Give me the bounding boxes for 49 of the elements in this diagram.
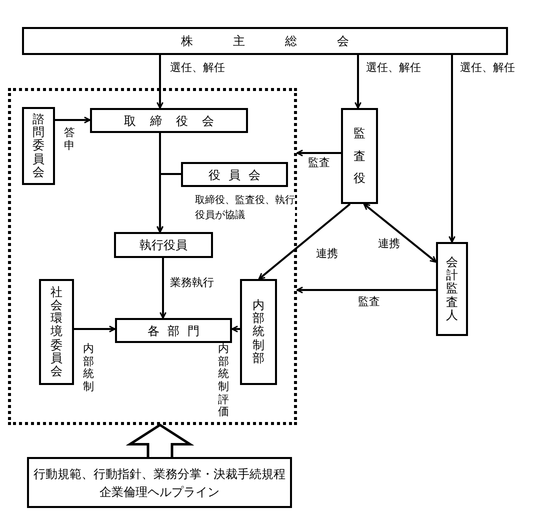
arrow — [354, 55, 362, 109]
node-label: 各部門 — [148, 322, 208, 340]
committee-box — [22, 107, 55, 185]
arrow — [156, 173, 181, 233]
edge-label: 選任、解任 — [366, 62, 421, 74]
note-text: 取締役、監査役、執行役員が協議 — [195, 193, 295, 223]
edge-label: 連携 — [378, 238, 400, 250]
arrow — [448, 55, 456, 243]
arrow — [258, 203, 351, 280]
edge-label: 業務執行 — [170, 277, 214, 290]
node-label: 企業倫理ヘルプライン — [100, 484, 220, 500]
node-label: 社会環境委員会 — [50, 286, 62, 378]
node-label: 内部統制部 — [252, 299, 264, 365]
edge-label: 選任、解任 — [170, 62, 225, 74]
node-label: 会計監査人 — [446, 256, 458, 322]
meeting-box — [22, 27, 508, 55]
arrow — [296, 286, 436, 294]
edge-label: 内部統制評価 — [218, 343, 229, 419]
edge-label: 内部統制 — [83, 343, 94, 394]
arrow — [231, 326, 240, 332]
rules-box — [27, 457, 292, 508]
node-label: 株主総会 — [181, 33, 389, 50]
node-label: 取締役会 — [124, 112, 228, 130]
arrow — [74, 326, 116, 332]
node-label: 行動規範、行動指針、業務分掌・決裁手続規程 — [34, 466, 286, 482]
arrow — [55, 116, 91, 124]
edge-label: 答申 — [64, 127, 75, 152]
board-box — [90, 108, 248, 133]
accountant-box — [436, 242, 468, 336]
officer-box — [114, 232, 213, 258]
node-label: 監査役 — [354, 124, 366, 188]
arrow — [160, 258, 166, 319]
department-box — [115, 318, 232, 343]
edge-label: 連携 — [316, 248, 338, 260]
block-arrow — [126, 424, 194, 458]
arrow — [363, 203, 437, 263]
auditor-box — [341, 108, 378, 204]
council-box — [181, 162, 288, 187]
edge-label: 監査 — [358, 296, 380, 308]
edge-label: 選任、解任 — [460, 62, 515, 74]
node-label: 執行役員 — [140, 237, 188, 254]
committee-box — [39, 279, 74, 385]
arrow — [156, 55, 164, 109]
edge-label: 監査 — [308, 157, 330, 170]
company-boundary — [8, 88, 297, 425]
control-box — [240, 279, 277, 385]
node-label: 諮問委員会 — [32, 113, 44, 179]
node-label: 役員会 — [208, 166, 268, 184]
arrow — [296, 150, 341, 156]
